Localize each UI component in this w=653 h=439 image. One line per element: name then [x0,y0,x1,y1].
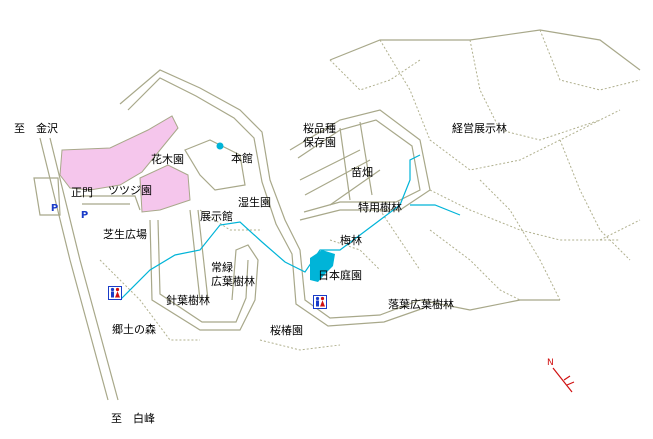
compass-north-label: N [547,358,554,368]
river [119,154,461,301]
label-hometown-forest[interactable]: 郷土の森 [112,323,156,336]
label-wet-garden[interactable]: 湿生園 [238,196,271,209]
label-japanese-garden[interactable]: 日本庭園 [318,269,362,282]
label-cherry-preserve-line1[interactable]: 桜品種 [303,122,336,135]
restroom-icon[interactable] [313,295,327,309]
parking-icon[interactable]: P [50,203,59,214]
label-evergreen-forest-line1[interactable]: 常緑 [211,261,233,274]
trails [99,29,641,351]
label-lawn-plaza[interactable]: 芝生広場 [103,228,147,241]
label-main-gate[interactable]: 正門 [71,186,93,199]
label-flower-garden[interactable]: 花木園 [151,153,184,166]
label-plum-forest[interactable]: 梅林 [340,234,362,247]
label-main-hall[interactable]: 本館 [231,152,253,165]
parking-icon[interactable]: P [80,210,89,221]
main-hall-marker [216,142,224,150]
label-conifer-forest[interactable]: 針葉樹林 [166,294,210,307]
label-cherry-preserve-line2[interactable]: 保存園 [303,136,336,149]
label-azalea-garden[interactable]: ツツジ園 [108,184,152,197]
label-nursery[interactable]: 苗畑 [351,166,373,179]
label-deciduous-forest[interactable]: 落葉広葉樹林 [388,298,454,311]
roads [33,29,641,401]
flower-garden-area [59,115,179,191]
restroom-icon[interactable] [108,286,122,300]
label-special-forest[interactable]: 特用樹林 [358,201,402,214]
label-evergreen-forest-line2[interactable]: 広葉樹林 [211,275,255,288]
label-to-hakusan: 至 白峰 [111,412,155,425]
label-to-kanazawa: 至 金沢 [14,122,58,135]
label-exhibition-hall[interactable]: 展示館 [200,210,233,223]
azalea-garden-area [139,164,191,213]
label-management-forest[interactable]: 経営展示林 [452,122,507,135]
compass-arrow-icon [552,367,575,393]
japanese-garden-pond [310,250,335,282]
label-camellia-garden[interactable]: 桜椿園 [270,324,303,337]
